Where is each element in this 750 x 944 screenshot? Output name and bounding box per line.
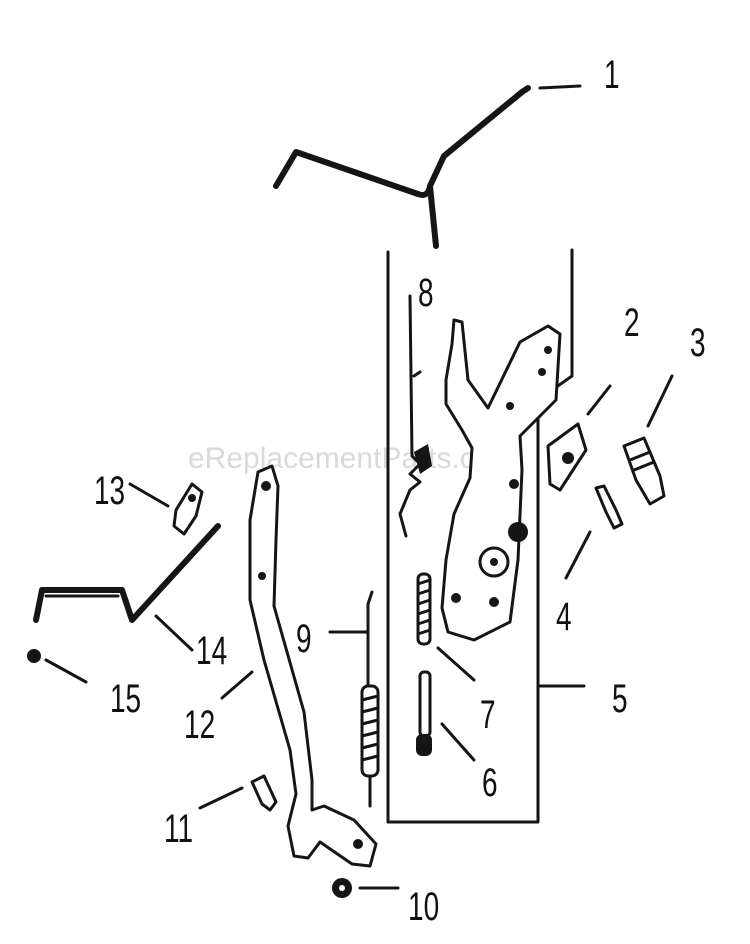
small-spring-part [398,294,432,538]
assembly-group-outline [386,248,574,824]
watermark-text: eReplacementParts.com [188,442,516,475]
callout-13: 13 [94,469,125,513]
control-lever-part [248,464,378,868]
callout-labels: 1 2 3 4 5 6 7 8 9 10 11 12 13 14 15 [94,53,706,929]
callout-8: 8 [418,271,434,315]
callout-6: 6 [482,761,498,805]
callout-15: 15 [110,677,141,721]
callout-10: 10 [408,885,439,929]
callout-1: 1 [604,53,620,97]
callout-4: 4 [556,595,572,639]
callout-12: 12 [184,703,215,747]
extension-spring-part [360,590,380,808]
screw-part [594,484,624,530]
bolt-part [622,436,666,506]
callout-2: 2 [624,301,640,345]
callout-9: 9 [296,617,312,661]
link-rod-part [33,523,221,623]
shoulder-bolt-part [250,774,278,812]
callout-3: 3 [690,321,706,365]
leader-lines [44,84,674,890]
callout-14: 14 [196,629,227,673]
callout-7: 7 [480,693,496,737]
cap-part [27,649,41,663]
clip-part [546,422,588,492]
small-clip-part [172,482,204,536]
threaded-pin-part [416,572,432,646]
callout-5: 5 [612,677,628,721]
nut-part [332,878,352,898]
pin-part [416,670,432,756]
governor-rod [273,85,531,249]
callout-11: 11 [164,807,193,851]
control-plate [440,318,562,642]
